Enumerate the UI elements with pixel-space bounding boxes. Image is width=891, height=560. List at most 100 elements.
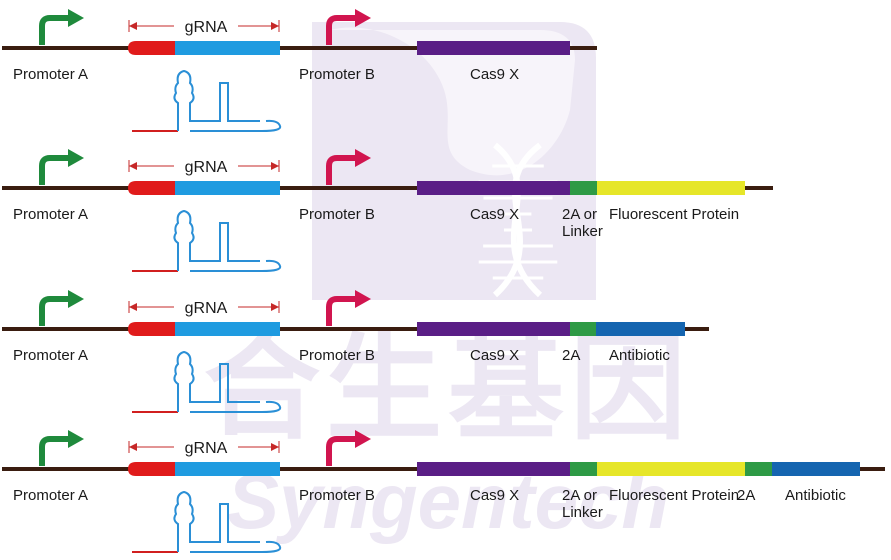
watermark-chinese-text: 合生基因 <box>204 323 692 453</box>
grna-structure <box>132 490 282 553</box>
grna-label-bg <box>174 154 238 176</box>
segment-linker-2a <box>745 462 772 476</box>
promoter-b-arrow-icon <box>326 290 371 326</box>
segment-linker-2a <box>570 322 596 336</box>
promoter-a-arrow-icon <box>39 290 84 326</box>
grna-structure-loop <box>190 119 282 132</box>
grna-structure-loop <box>190 259 282 272</box>
segment-label-cas9: Cas9 X <box>470 66 519 83</box>
grna-structure-stem <box>173 69 260 131</box>
promoter-a-arrow-icon-head <box>68 290 84 308</box>
promoter-b-arrow-icon <box>326 149 371 185</box>
grna-label: gRNA <box>185 440 228 457</box>
construct-row: Promoter A gRNA Promoter B Cas9 X 2A Antibiot… <box>2 290 709 413</box>
promoter-a-arrow-icon-stem <box>39 15 70 45</box>
promoter-b-arrow-icon-head <box>355 149 371 167</box>
grna-spacer-segment <box>128 462 175 476</box>
promoter-a-arrow-icon <box>39 9 84 45</box>
promoter-b-arrow-icon-stem <box>326 436 357 466</box>
grna-label-bg <box>174 14 238 36</box>
promoter-a-arrow-icon-stem <box>39 436 70 466</box>
grna-spacer-segment <box>128 181 175 195</box>
grna-scaffold-segment <box>175 181 280 195</box>
grna-dimension-arrowhead <box>271 162 279 170</box>
promoter-b-arrow-icon <box>326 430 371 466</box>
grna-structure <box>132 69 282 132</box>
promoter-a-arrow-icon-head <box>68 9 84 27</box>
segment-cas9 <box>417 41 570 55</box>
grna-dimension-arrowhead <box>271 443 279 451</box>
grna-structure <box>132 350 282 413</box>
promoter-b-arrow-icon-head <box>355 430 371 448</box>
segment-linker-2a <box>570 181 597 195</box>
grna-dimension-arrowhead <box>129 443 137 451</box>
grna-label: gRNA <box>185 300 228 317</box>
segment-label-cas9: Cas9 X <box>470 206 519 223</box>
watermark-dna-strand <box>492 142 542 298</box>
promoter-a-label: Promoter A <box>13 206 88 223</box>
grna-dimension-arrowhead <box>271 22 279 30</box>
promoter-a-label: Promoter A <box>13 347 88 364</box>
segment-label-antibiotic: Antibiotic <box>785 487 846 504</box>
promoter-b-arrow-icon-head <box>355 9 371 27</box>
grna-scaffold-segment <box>175 462 280 476</box>
grna-dimension-arrowhead <box>129 303 137 311</box>
promoter-a-arrow-icon-stem <box>39 155 70 185</box>
promoter-a-arrow-icon-head <box>68 149 84 167</box>
promoter-a-arrow-icon <box>39 149 84 185</box>
segment-antibiotic <box>772 462 860 476</box>
promoter-b-arrow-icon-stem <box>326 155 357 185</box>
segment-label-antibiotic: Antibiotic <box>609 347 670 364</box>
grna-dimension-arrowhead <box>271 303 279 311</box>
grna-dimension-arrowhead <box>129 22 137 30</box>
promoter-a-arrow-icon-head <box>68 430 84 448</box>
grna-label: gRNA <box>185 19 228 36</box>
grna-scaffold-segment <box>175 41 280 55</box>
promoter-a-arrow-icon <box>39 430 84 466</box>
promoter-b-arrow-icon-stem <box>326 296 357 326</box>
grna-structure-loop <box>190 400 282 413</box>
promoter-a-label: Promoter A <box>13 487 88 504</box>
grna-structure-stem <box>173 350 260 412</box>
promoter-b-label: Promoter B <box>299 347 375 364</box>
grna-label-bg <box>174 435 238 457</box>
segment-cas9 <box>417 181 570 195</box>
segment-label-linker-2a: 2A <box>737 487 755 504</box>
grna-structure-loop <box>190 540 282 553</box>
promoter-b-arrow-icon-head <box>355 290 371 308</box>
grna-spacer-segment <box>128 322 175 336</box>
grna-dimension-arrowhead <box>129 162 137 170</box>
grna-label-bg <box>174 295 238 317</box>
grna-structure <box>132 209 282 272</box>
segment-label-cas9: Cas9 X <box>470 487 519 504</box>
watermark-panel-cutout <box>330 27 575 176</box>
segment-label-linker-2a: 2A <box>562 347 580 364</box>
segment-antibiotic <box>596 322 685 336</box>
segment-label-fluorescent: Fluorescent Protein <box>609 487 739 504</box>
segment-fluorescent <box>597 462 745 476</box>
segment-label-fluorescent: Fluorescent Protein <box>609 206 739 223</box>
grna-label: gRNA <box>185 159 228 176</box>
construct-row: Promoter A gRNA Promoter B Cas9 X <box>2 9 597 132</box>
promoter-b-arrow-icon <box>326 9 371 45</box>
grna-structure-stem <box>173 209 260 271</box>
segment-cas9 <box>417 462 570 476</box>
promoter-b-arrow-icon-stem <box>326 15 357 45</box>
grna-scaffold-segment <box>175 322 280 336</box>
promoter-b-label: Promoter B <box>299 66 375 83</box>
promoter-a-label: Promoter A <box>13 66 88 83</box>
promoter-a-arrow-icon-stem <box>39 296 70 326</box>
segment-linker-2a <box>570 462 597 476</box>
segment-label-cas9: Cas9 X <box>470 347 519 364</box>
grna-structure-stem <box>173 490 260 552</box>
grna-spacer-segment <box>128 41 175 55</box>
segment-fluorescent <box>597 181 745 195</box>
segment-cas9 <box>417 322 570 336</box>
